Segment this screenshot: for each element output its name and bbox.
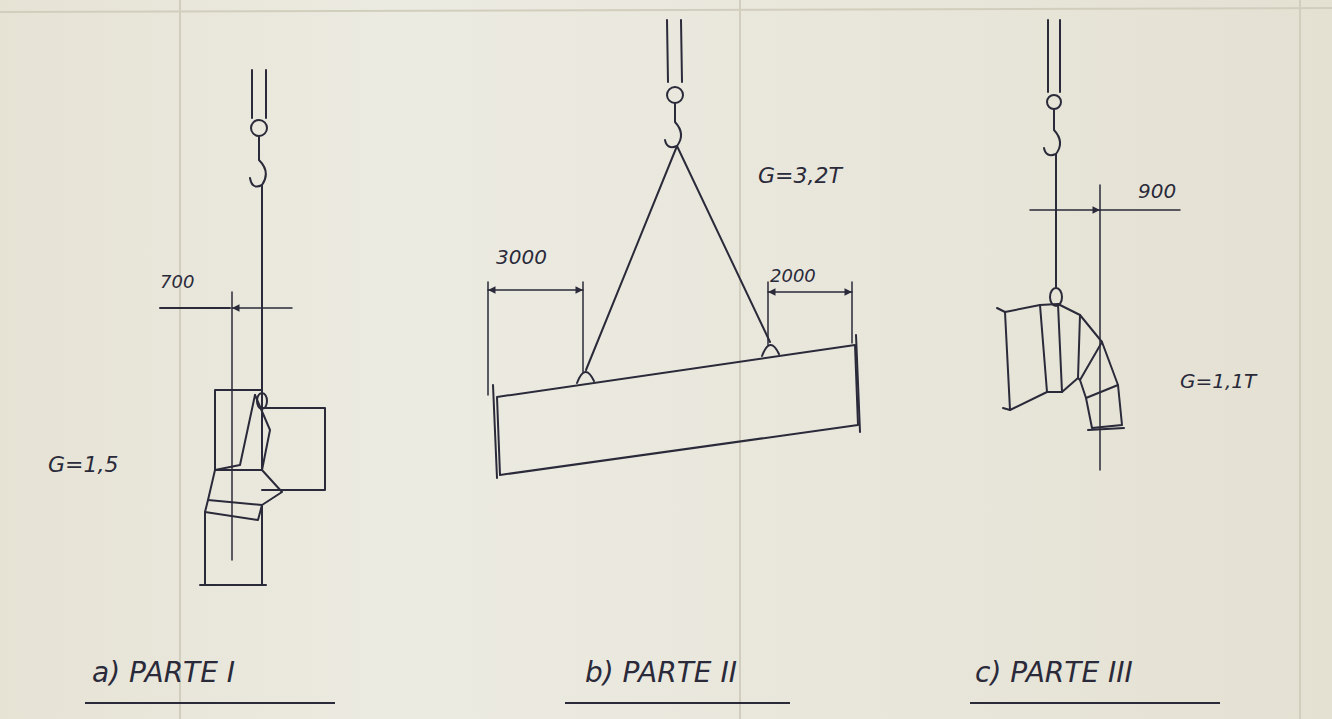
part-caption: b) PARTE II xyxy=(585,658,737,689)
dimension-label: 2000 xyxy=(770,266,816,286)
caption-underlines xyxy=(85,702,1220,704)
dimension-label: 3000 xyxy=(496,246,547,268)
part-caption: a) PARTE I xyxy=(92,658,235,689)
weight-label: G=1,5 xyxy=(48,453,118,477)
part-three-lift xyxy=(997,20,1180,470)
dimension-label: 900 xyxy=(1138,180,1176,202)
weight-label: G=3,2T xyxy=(758,164,842,188)
part-one-lift xyxy=(160,70,325,585)
dimension-label: 700 xyxy=(160,272,194,292)
weight-label: G=1,1T xyxy=(1180,370,1256,392)
part-two-lift xyxy=(488,20,860,478)
part-caption: c) PARTE III xyxy=(975,658,1133,689)
